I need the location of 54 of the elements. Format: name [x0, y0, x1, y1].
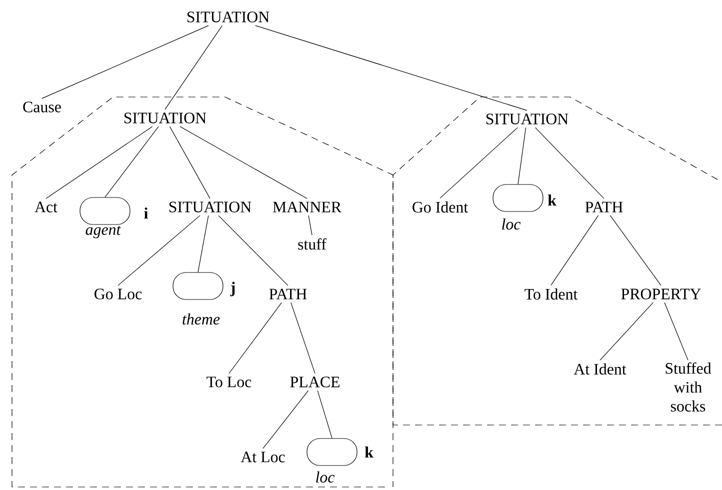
- index-letter: k: [364, 446, 374, 458]
- tree-label: Go Ident: [412, 201, 468, 213]
- tree-branch: [440, 127, 518, 198]
- tree-label: Go Loc: [94, 288, 142, 300]
- tree-branch: [664, 302, 688, 360]
- tree-branch: [198, 215, 209, 272]
- oval-caption: agent: [86, 226, 122, 238]
- tree-branch: [118, 215, 200, 286]
- oval-slot: [80, 197, 130, 225]
- tree-branch: [600, 302, 654, 360]
- tree-branch: [104, 126, 159, 198]
- tree-branch: [290, 302, 316, 374]
- tree-label: SITUATION: [124, 112, 206, 124]
- oval-caption: theme: [182, 313, 220, 325]
- tree-label: SITUATION: [187, 12, 270, 22]
- tree-label: PATH: [585, 202, 623, 212]
- tree-branch: [218, 215, 288, 286]
- tree-label: stuff: [298, 238, 326, 250]
- tree-label: To Loc: [206, 376, 252, 388]
- tree-label: To Ident: [524, 288, 578, 300]
- tree-branch: [610, 215, 662, 286]
- dashed-outline: [12, 96, 394, 488]
- tree-branch: [550, 215, 599, 286]
- dashed-outline: [392, 96, 722, 426]
- tree-label: At Loc: [240, 452, 285, 462]
- tree-branch: [228, 302, 282, 374]
- tree-label: PROPERTY: [621, 288, 701, 300]
- index-letter: i: [144, 207, 148, 219]
- oval-caption: loc: [502, 218, 521, 230]
- tree-branch: [180, 126, 308, 199]
- tree-label: At Ident: [574, 363, 626, 375]
- tree-label: SITUATION: [169, 202, 252, 212]
- tree-branch: [46, 126, 153, 199]
- oval-slot: [306, 438, 358, 466]
- tree-branch: [262, 390, 309, 449]
- tree-label: SITUATION: [486, 114, 568, 124]
- tree-branch: [169, 126, 210, 199]
- tree-label: PATH: [269, 288, 307, 300]
- oval-caption: loc: [316, 471, 335, 483]
- tree-label: PLACE: [290, 376, 340, 388]
- tree-label: Stuffed with socks: [666, 362, 712, 412]
- index-letter: j: [230, 282, 235, 296]
- tree-branch: [534, 127, 604, 199]
- tree-branch: [255, 25, 528, 111]
- tree-label: Act: [34, 202, 58, 212]
- tree-branch: [308, 215, 312, 236]
- tree-branch: [317, 390, 332, 438]
- tree-branch: [42, 25, 209, 99]
- oval-slot: [172, 272, 224, 300]
- tree-branch: [164, 25, 222, 110]
- index-letter: k: [548, 194, 556, 206]
- tree-branch: [518, 127, 526, 184]
- tree-label: MANNER: [272, 202, 342, 212]
- oval-slot: [492, 184, 544, 212]
